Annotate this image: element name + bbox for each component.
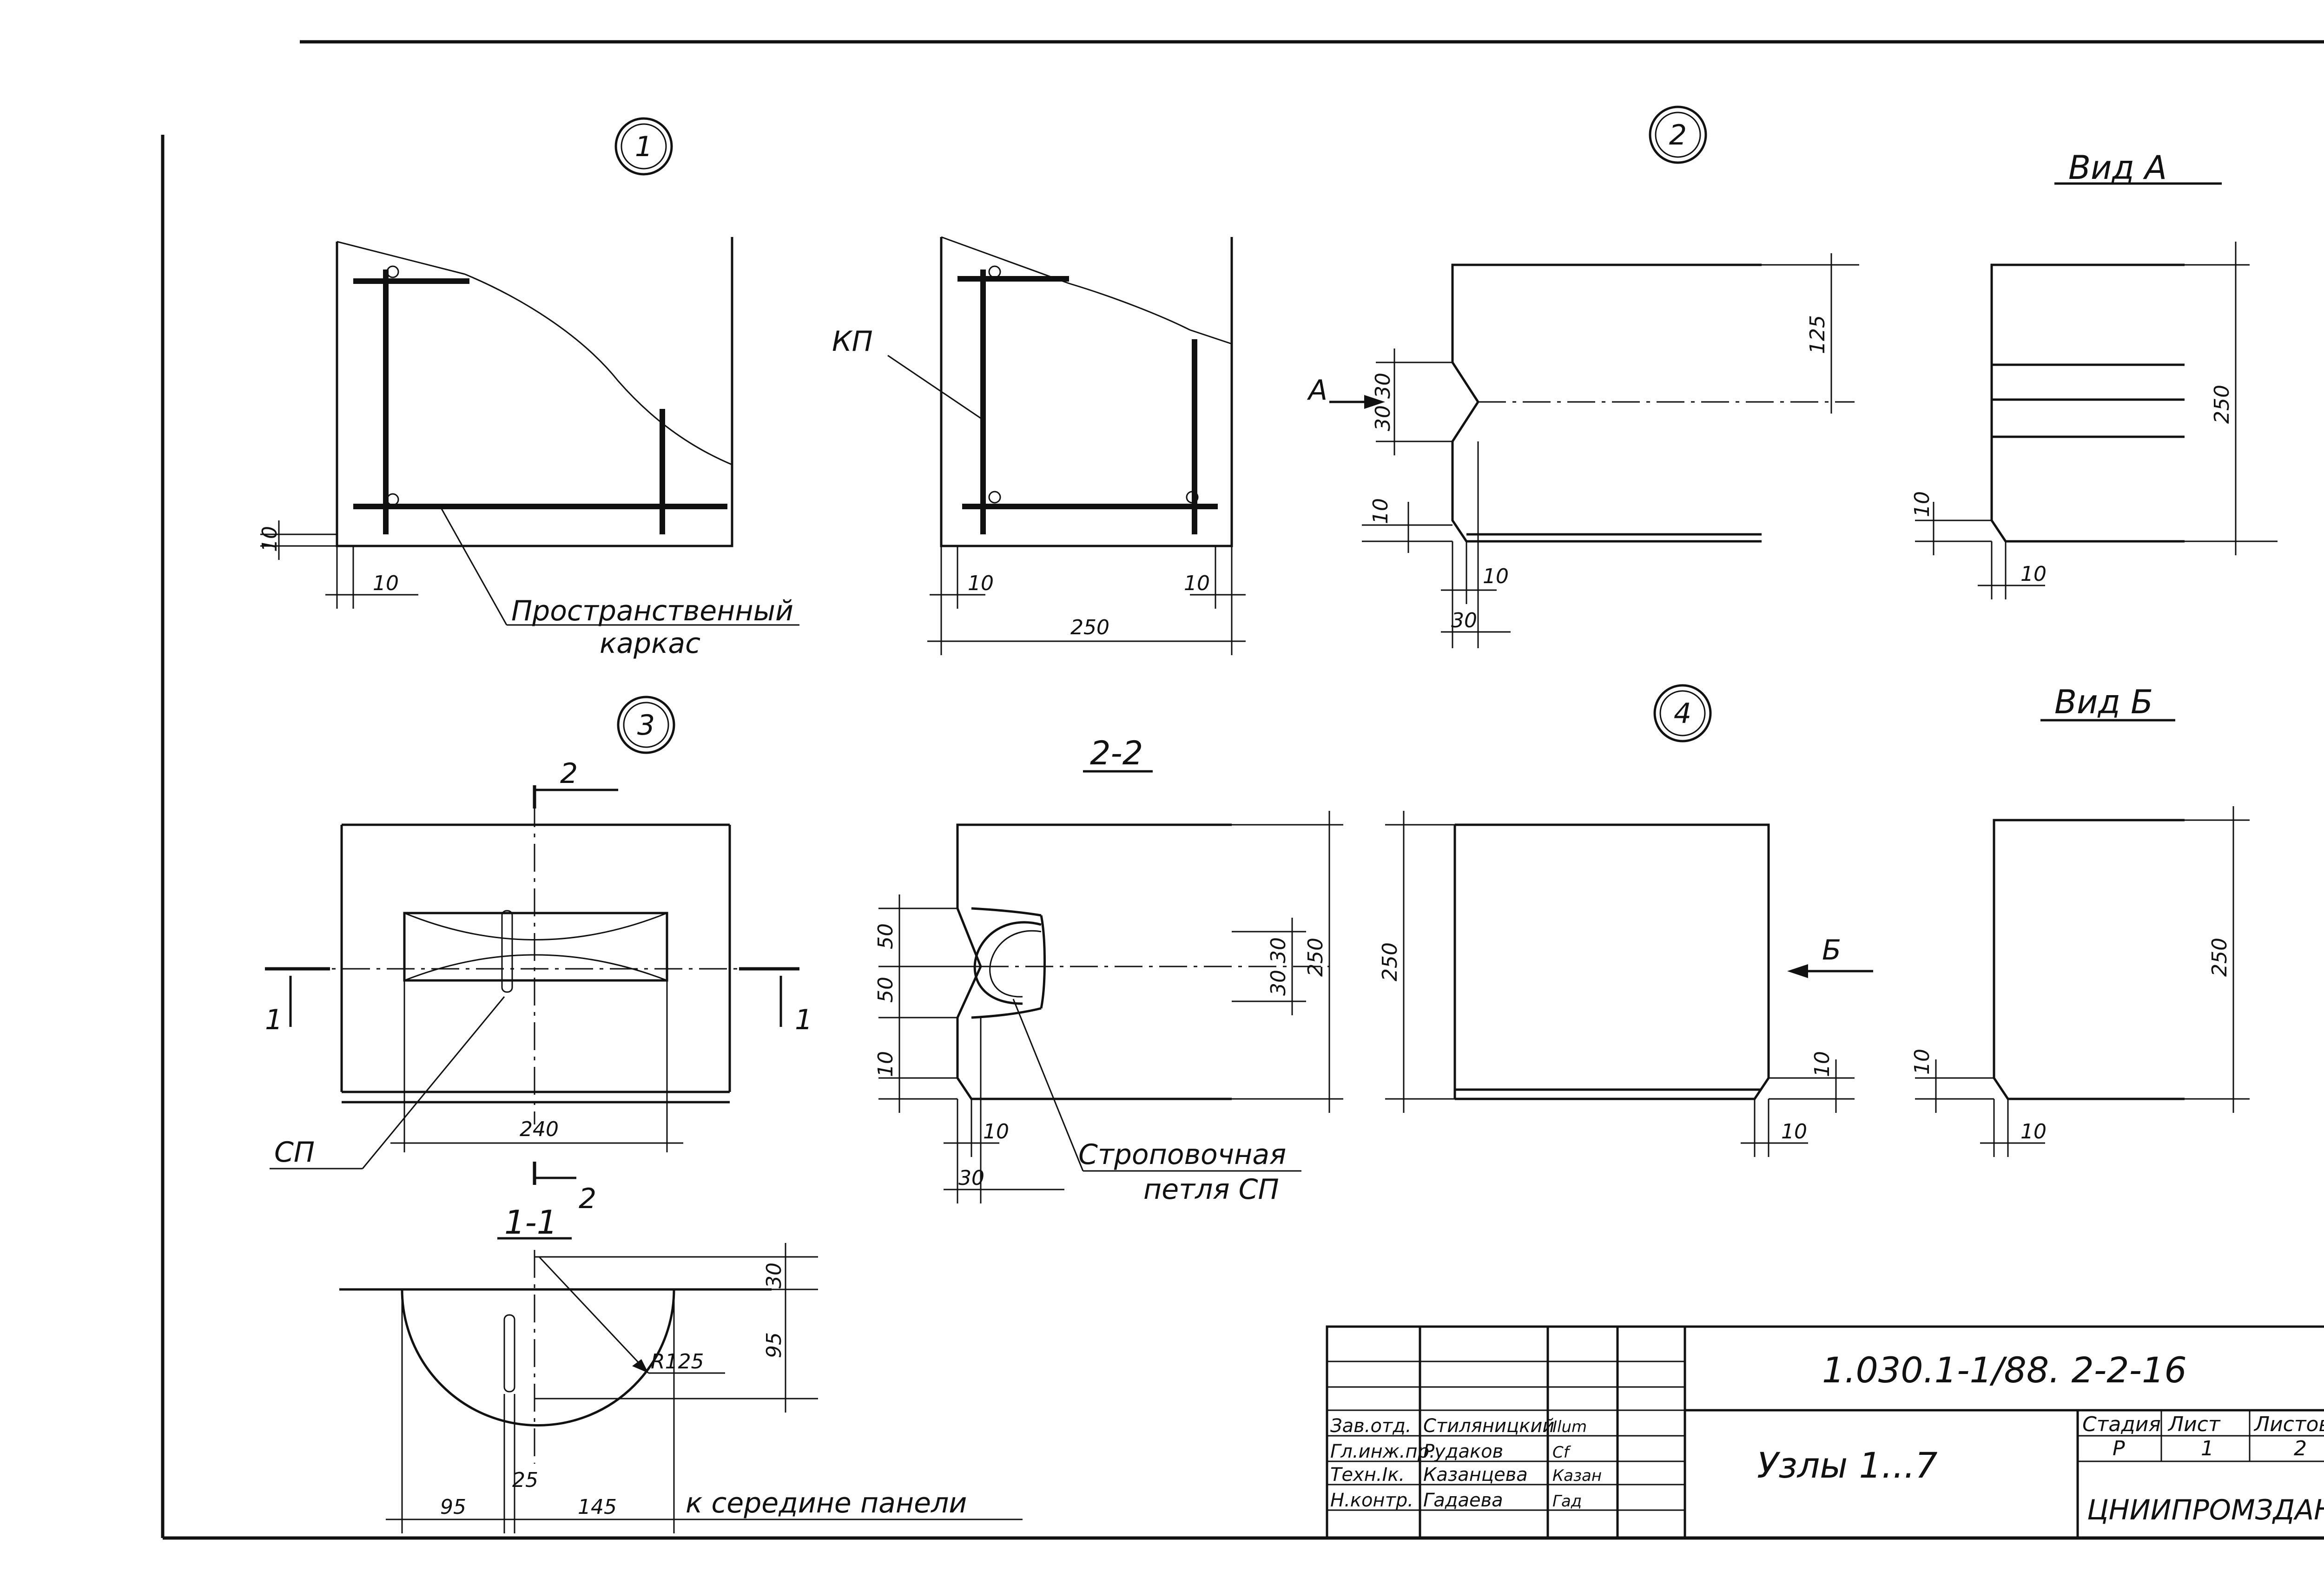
node-2-arrow-label: А — [1307, 374, 1327, 407]
section-2-2-dim-notch: 30 30 — [1267, 937, 1290, 996]
staff-sign: Казан — [1552, 1466, 1602, 1485]
node-1b-dim-right: 10 — [1184, 572, 1210, 595]
view-a: Вид А 250 10 10 — [1910, 149, 2278, 599]
staff-role: Н.контр. — [1330, 1490, 1413, 1511]
title-block-sheet: 1 — [2201, 1437, 2214, 1460]
view-a-dim-bottom: 10 — [1910, 491, 1934, 517]
section-1-1-title: 1-1 — [504, 1203, 557, 1242]
node-3-label: СП — [274, 1136, 315, 1169]
section-1-1-dim-right: 145 — [578, 1495, 617, 1519]
staff-role: Техн.Iк. — [1330, 1464, 1405, 1486]
section-1-1-dim-radius: R125 — [651, 1350, 704, 1374]
node-4-dim-height: 250 — [1378, 942, 1402, 981]
staff-role: Зав.отд. — [1330, 1415, 1412, 1437]
node-3-dim-width: 240 — [520, 1117, 559, 1141]
title-block-sheets-header: Листов — [2253, 1413, 2324, 1436]
section-2-2-dim-mid: 50 — [874, 977, 898, 1003]
node-2-dim-upper: 125 — [1806, 315, 1829, 354]
node-1-dim-left: 10 — [373, 572, 399, 595]
node-4-dim-chamfer: 10 — [1781, 1120, 1807, 1144]
sheet-frame — [161, 40, 2324, 1540]
node-1b-label: КП — [832, 325, 873, 358]
node-2: 2 А 125 30 30 10 10 30 — [1307, 105, 1859, 648]
view-a-dim-chamfer: 10 — [2020, 562, 2047, 586]
section-2-2-dim-bottom: 10 — [874, 1051, 898, 1077]
node-1: 1 10 10 Пространственный каркас — [258, 117, 799, 660]
staff-sign: Ilum — [1552, 1418, 1587, 1436]
title-block-sheet-header: Лист — [2167, 1413, 2221, 1436]
section-2-2-label-line2: петля СП — [1143, 1173, 1279, 1206]
section-1-1-dim-top: 30 — [762, 1262, 786, 1288]
staff-name: Казанцева — [1423, 1464, 1528, 1486]
node-1b: КП 10 10 250 — [832, 236, 1246, 655]
title-block-organization: ЦНИИПРОМЗДАНИЙ — [2087, 1493, 2324, 1526]
title-block-description: Узлы 1...7 — [1757, 1445, 1938, 1486]
node-2-dim-bottom: 10 — [1369, 498, 1393, 524]
staff-role: Гл.инж.пр. — [1330, 1441, 1435, 1462]
title-block-stage-header: Стадия — [2082, 1413, 2161, 1436]
node-4-arrow-label: Б — [1822, 934, 1841, 966]
view-b: Вид Б 250 10 10 — [1910, 683, 2250, 1157]
section-1-1-dim-depth: 95 — [762, 1332, 786, 1358]
node-1-label-line2: каркас — [600, 627, 700, 660]
staff-sign: Гад — [1552, 1492, 1582, 1511]
view-b-title: Вид Б — [2054, 683, 2153, 721]
staff-name: Стиляницкий — [1423, 1415, 1554, 1437]
section-2-2-dim-depth: 30 — [958, 1166, 984, 1190]
view-b-dim-bottom: 10 — [1910, 1049, 1934, 1075]
title-block-stage: Р — [2113, 1437, 2125, 1460]
node-3-cut-1-left: 1 — [265, 1004, 283, 1036]
title-block: 1.030.1-1/88. 2-2-16 Узлы 1...7 Стадия Л… — [1326, 1325, 2324, 1539]
node-1-dim-top: 10 — [258, 526, 282, 552]
node-3-cut-2-top: 2 — [560, 757, 578, 790]
title-block-code: 1.030.1-1/88. 2-2-16 — [1822, 1349, 2187, 1391]
section-1-1-note: к середине панели — [686, 1487, 967, 1519]
node-3: 3 2 2 1 1 240 СП — [265, 696, 812, 1215]
section-2-2-dim-height: 250 — [1304, 938, 1327, 977]
view-b-dim-chamfer: 10 — [2020, 1120, 2047, 1144]
section-2-2-title: 2-2 — [1090, 734, 1143, 772]
section-1-1-dim-left: 95 — [440, 1495, 466, 1519]
node-1-number: 1 — [635, 131, 653, 163]
section-2-2: 2-2 50 50 10 30 30 250 10 30 — [874, 734, 1343, 1206]
section-2-2-dim-chamfer: 10 — [983, 1120, 1009, 1144]
node-2-dim-chamfer: 10 — [1483, 565, 1509, 588]
section-2-2-dim-top: 50 — [874, 923, 898, 949]
node-3-number: 3 — [637, 709, 655, 742]
node-1b-dim-width: 250 — [1070, 616, 1109, 639]
section-2-2-label-line1: Строповочная — [1078, 1138, 1286, 1171]
node-2-number: 2 — [1669, 119, 1687, 151]
staff-sign: Cf — [1552, 1443, 1571, 1462]
node-4-number: 4 — [1674, 697, 1691, 730]
node-1-label-line1: Пространственный — [511, 595, 793, 627]
node-3-cut-2-bottom: 2 — [579, 1183, 596, 1215]
view-b-dim-height: 250 — [2208, 938, 2232, 977]
node-4-dim-bottom: 10 — [1810, 1051, 1834, 1077]
staff-name: Рудаков — [1423, 1441, 1503, 1462]
staff-name: Гадаева — [1423, 1490, 1503, 1511]
title-block-sheets: 2 — [2294, 1437, 2307, 1460]
node-2-dim-depth: 30 — [1451, 609, 1477, 632]
node-2-dim-notch: 30 30 — [1371, 373, 1395, 431]
section-1-1: 1-1 R125 30 95 95 25 145 к середине пане… — [339, 1203, 1023, 1533]
view-a-title: Вид А — [2068, 149, 2167, 187]
node-1b-dim-left: 10 — [968, 572, 994, 595]
view-a-dim-height: 250 — [2210, 385, 2234, 424]
node-4: 4 Б 250 10 10 — [1378, 684, 1873, 1157]
node-3-cut-1-right: 1 — [795, 1004, 812, 1036]
section-1-1-dim-center: 25 — [512, 1468, 538, 1492]
